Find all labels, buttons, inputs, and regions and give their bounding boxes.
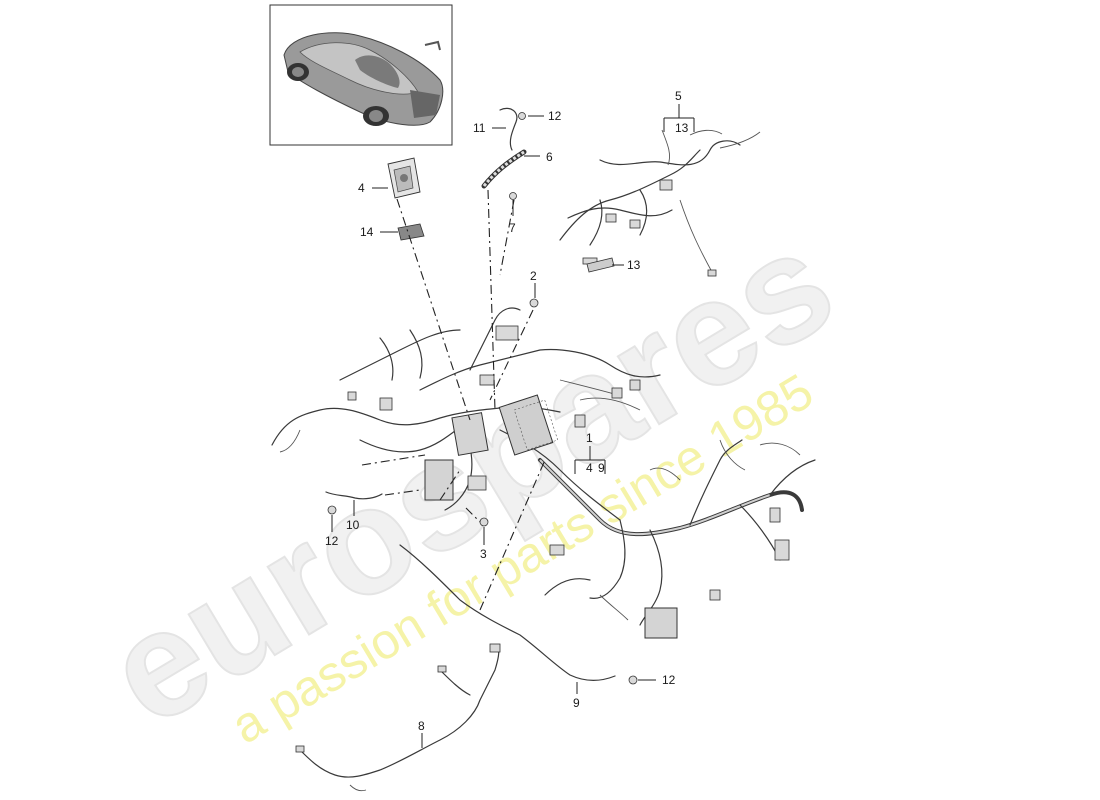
part-12-plug-top: [518, 112, 526, 120]
callout-6: 6: [546, 150, 553, 164]
fuse-box: [498, 394, 554, 456]
main-harness: [271, 307, 661, 527]
callout-7: 7: [509, 221, 516, 235]
rear-harness: [538, 439, 816, 639]
part-4-bracket: [387, 157, 421, 199]
callout-13: 13: [627, 258, 641, 272]
callout-12-top: 12: [548, 109, 562, 123]
callout-1: 1: [586, 431, 593, 445]
part-6-rail: [481, 149, 527, 189]
callout-10: 10: [346, 518, 360, 532]
part-14-module: [397, 223, 425, 241]
part-12-plug-bottom: [628, 675, 638, 685]
part-13-connector: [586, 257, 615, 273]
callouts: 4 14 12 11 6 7 5 13 13 2 1 4 9 3 10 12 1…: [325, 89, 689, 733]
part-9-cable: [399, 544, 638, 685]
callout-5-sub-13: 13: [675, 121, 689, 135]
leader-lines: [331, 104, 695, 748]
callout-1-sub-9: 9: [598, 461, 605, 475]
callout-12-left: 12: [325, 534, 339, 548]
vehicle-thumbnail: [269, 4, 453, 146]
part-11-cable: [499, 107, 518, 151]
callout-8: 8: [418, 719, 425, 733]
part-8-cable: [295, 643, 501, 792]
callout-3: 3: [480, 547, 487, 561]
part-3-nut: [479, 517, 489, 527]
callout-5: 5: [675, 89, 682, 103]
callout-14: 14: [360, 225, 374, 239]
part-12-plug-left: [327, 505, 337, 515]
callout-2: 2: [530, 269, 537, 283]
assembly-lines: [361, 189, 546, 611]
callout-9: 9: [573, 696, 580, 710]
car-image: [283, 32, 444, 126]
part-10-cable: [325, 491, 383, 515]
part-2-bolt: [529, 298, 539, 308]
control-unit: [644, 607, 678, 639]
callout-1-sub-4: 4: [586, 461, 593, 475]
part-7-clip: [509, 192, 517, 200]
callout-11: 11: [473, 121, 486, 135]
callout-4: 4: [358, 181, 365, 195]
callout-12-bottom: 12: [662, 673, 676, 687]
